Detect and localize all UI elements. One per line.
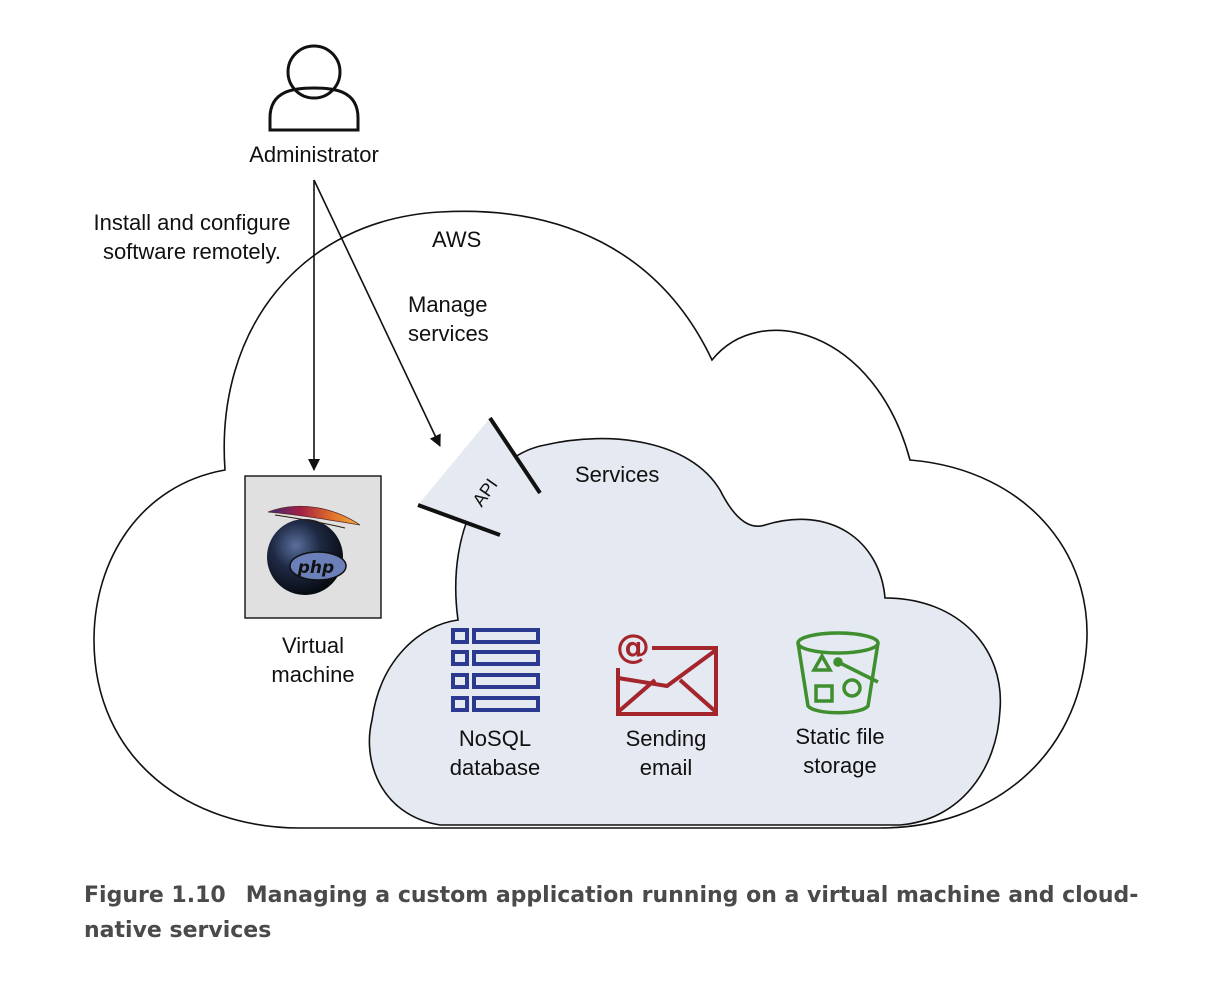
apache-php-icon: php (267, 505, 361, 595)
storage-bucket-icon (796, 631, 880, 715)
static-file-storage-label: Static file storage (795, 724, 885, 778)
api-wedge-edge-bottom (417, 503, 501, 537)
install-note: Install and configure software remotely. (93, 210, 291, 264)
email-envelope-icon: @ (616, 627, 718, 716)
manage-services-note: Manage services (408, 292, 489, 346)
aws-label: AWS (432, 227, 482, 252)
figure-caption-text: Managing a custom application running on… (84, 883, 1139, 943)
administrator-label: Administrator (249, 142, 379, 167)
api-wedge-edge-top (488, 416, 542, 495)
php-logo-text: php (297, 558, 334, 578)
figure-number: Figure 1.10 (84, 883, 226, 908)
virtual-machine-label: Virtual machine (271, 633, 355, 687)
nosql-database-label: NoSQL database (449, 726, 541, 780)
services-cloud (368, 437, 1002, 826)
svg-text:@: @ (616, 627, 650, 667)
database-table-icon (451, 628, 540, 712)
sending-email-label: Sending email (625, 726, 707, 780)
person-icon (268, 44, 360, 132)
services-label: Services (575, 462, 660, 487)
manage-arrow (313, 179, 441, 447)
